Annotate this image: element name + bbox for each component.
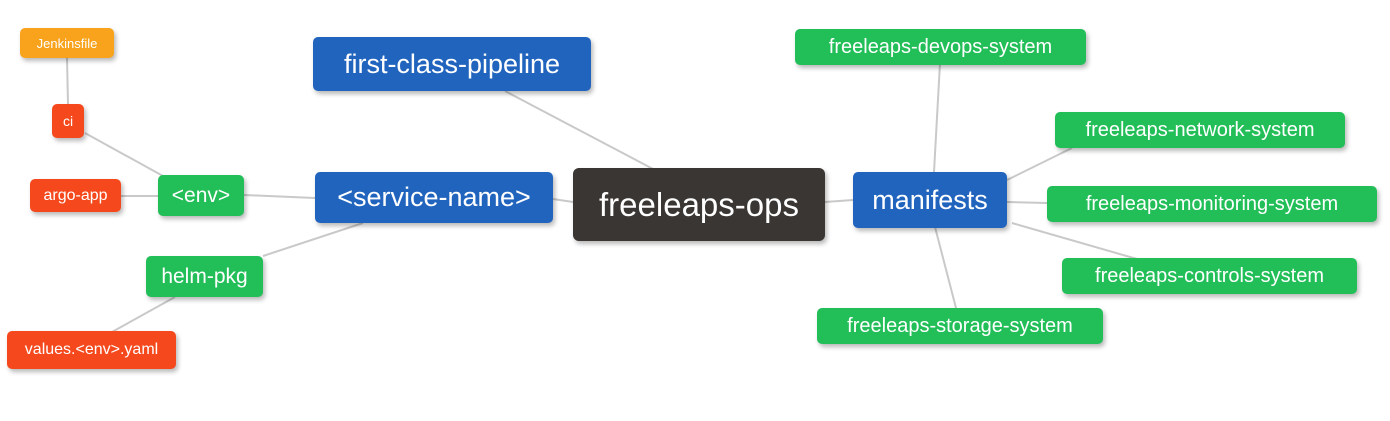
edge-helm_pkg-to-values_env_yaml — [111, 296, 176, 333]
edge-ci-to-env — [84, 132, 164, 177]
edge-manifests-to-devops_system — [933, 62, 941, 173]
node-controls-system[interactable]: freeleaps-controls-system — [1062, 258, 1357, 294]
node-devops-system[interactable]: freeleaps-devops-system — [795, 29, 1086, 65]
edge-first_class_pipeline-to-freeleaps_ops — [504, 90, 654, 170]
edge-manifests-to-controls_system — [1011, 222, 1138, 260]
edge-service_name-to-helm_pkg — [262, 222, 364, 257]
node-network-system[interactable]: freeleaps-network-system — [1055, 112, 1345, 148]
node-monitoring-system[interactable]: freeleaps-monitoring-system — [1047, 186, 1377, 222]
edge-service_name-to-freeleaps_ops — [552, 198, 574, 203]
edge-manifests-to-monitoring_system — [1006, 201, 1048, 204]
node-storage-system[interactable]: freeleaps-storage-system — [817, 308, 1103, 344]
node-manifests[interactable]: manifests — [853, 172, 1007, 228]
node-jenkinsfile[interactable]: Jenkinsfile — [20, 28, 114, 58]
node-ci[interactable]: ci — [52, 104, 84, 138]
node-first-class-pipeline[interactable]: first-class-pipeline — [313, 37, 591, 91]
node-helm-pkg[interactable]: helm-pkg — [146, 256, 263, 297]
node-values-env-yaml[interactable]: values.<env>.yaml — [7, 331, 176, 369]
edge-jenkinsfile-to-ci — [66, 57, 69, 105]
node-freeleaps-ops-root[interactable]: freeleaps-ops — [573, 168, 825, 241]
node-argo-app[interactable]: argo-app — [30, 179, 121, 212]
edge-manifests-to-storage_system — [934, 226, 957, 309]
edge-manifests-to-network_system — [1006, 147, 1073, 181]
edge-freeleaps_ops-to-manifests — [824, 199, 854, 203]
edge-env-to-service_name — [243, 194, 316, 199]
node-service-name[interactable]: <service-name> — [315, 172, 553, 223]
node-env[interactable]: <env> — [158, 175, 244, 216]
